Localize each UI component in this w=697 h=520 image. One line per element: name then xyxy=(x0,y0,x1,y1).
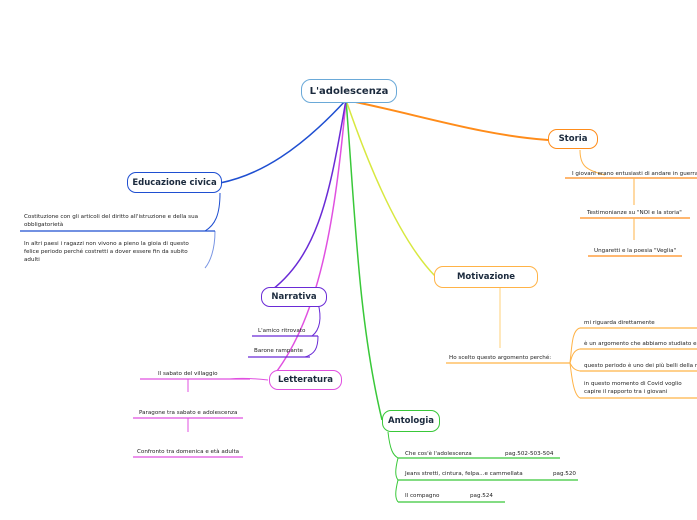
letteratura-item[interactable]: Paragone tra sabato e adolescenza xyxy=(139,410,238,416)
motivazione-item-connector-4 xyxy=(569,362,581,399)
narrativa-item[interactable]: L'amico ritrovato xyxy=(258,328,306,334)
connector-storia xyxy=(345,99,549,141)
motivazione-intro[interactable]: Ho scelto questo argomento perché: xyxy=(449,355,552,361)
connector-motivazione xyxy=(345,99,436,277)
educazione-subconnector xyxy=(204,192,221,232)
root-topic[interactable]: L'adolescenza xyxy=(301,79,397,103)
topic-narrativa[interactable]: Narrativa xyxy=(261,287,327,307)
narrativa-item[interactable]: Barone rampante xyxy=(254,348,303,354)
narrativa-subconnector-2 xyxy=(304,335,319,358)
antologia-item-title[interactable]: Jeans stretti, cintura, felpa...e cammel… xyxy=(405,471,523,477)
antologia-subconnector-2 xyxy=(395,457,399,481)
antologia-subconnector-3 xyxy=(395,479,399,503)
educazione-item[interactable]: In altri paesi i ragazzi non vivono a pi… xyxy=(24,241,189,263)
letteratura-item[interactable]: Il sabato del villaggio xyxy=(158,371,218,377)
educazione-subconnector-2 xyxy=(204,230,216,269)
antologia-item-page: pag.520 xyxy=(553,471,576,477)
connector-narrativa xyxy=(261,99,347,298)
topic-antologia[interactable]: Antologia xyxy=(382,410,440,432)
educazione-item[interactable]: Costituzione con gli articoli del diritt… xyxy=(24,214,199,228)
motivazione-item-connector-3 xyxy=(569,362,581,372)
antologia-item-page: pag.502-503-504 xyxy=(505,451,554,457)
topic-educazione-civica[interactable]: Educazione civica xyxy=(127,172,222,193)
connector-antologia xyxy=(345,99,383,421)
storia-subconnector xyxy=(579,149,606,176)
motivazione-item[interactable]: è un argomento che abbiamo studiato e ap… xyxy=(584,341,697,347)
connector-letteratura xyxy=(269,99,347,381)
narrativa-subconnector xyxy=(311,302,321,337)
motivazione-item[interactable]: in questo momento di Covid voglio capire… xyxy=(584,381,682,395)
topic-motivazione[interactable]: Motivazione xyxy=(434,266,538,288)
connector-educazione xyxy=(219,99,347,184)
antologia-item-title[interactable]: Il compagno xyxy=(405,493,440,499)
letteratura-item[interactable]: Confronto tra domenica e età adulta xyxy=(137,449,240,455)
motivazione-item[interactable]: mi riguarda direttamente xyxy=(584,320,655,326)
motivazione-item[interactable]: questo periodo è uno dei più belli della… xyxy=(584,363,697,369)
topic-letteratura[interactable]: Letteratura xyxy=(269,370,342,390)
motivazione-item-connector-1 xyxy=(569,327,581,364)
antologia-item-page: pag.524 xyxy=(470,493,493,499)
antologia-item-title[interactable]: Che cos'è l'adolescenza xyxy=(405,451,472,457)
storia-item[interactable]: Testimonianze su "NOI e la storia" xyxy=(587,210,682,216)
storia-item[interactable]: I giovani erano entusiasti di andare in … xyxy=(572,171,697,177)
motivazione-item-connector-2 xyxy=(569,348,581,364)
antologia-subconnector xyxy=(387,431,399,459)
storia-item[interactable]: Ungaretti e la poesia "Veglia" xyxy=(594,248,677,254)
topic-storia[interactable]: Storia xyxy=(548,129,598,149)
